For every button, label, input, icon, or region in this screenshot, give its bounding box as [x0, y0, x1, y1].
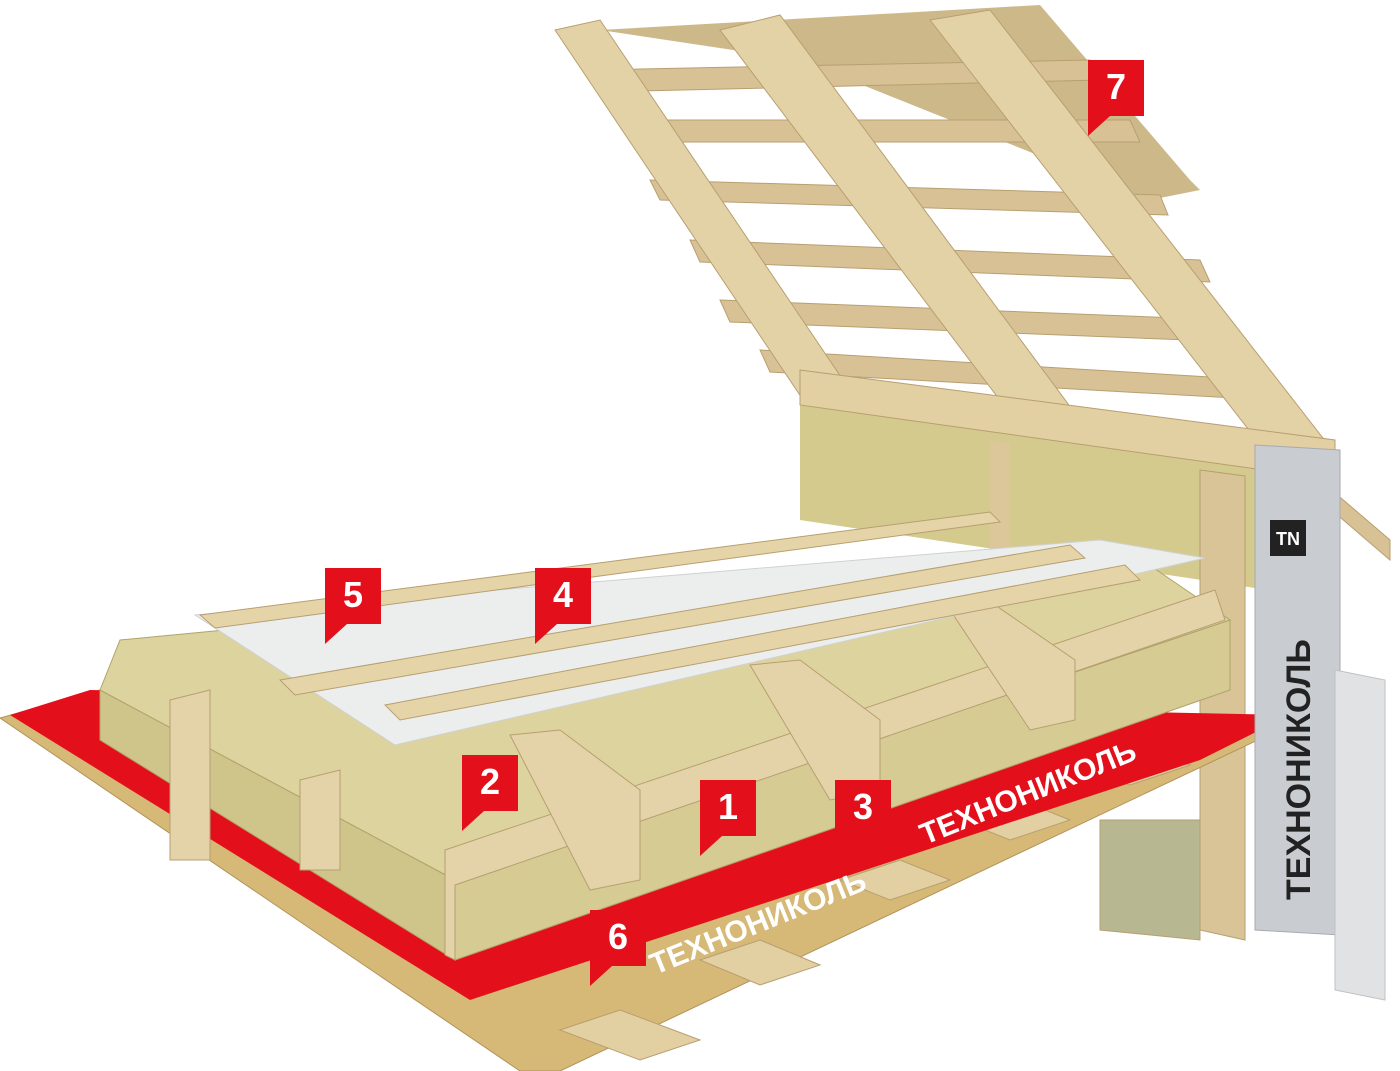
- brand-logo-icon: [1270, 520, 1306, 556]
- silver-membrane: TN ТЕХНОНИКОЛЬ: [1254, 444, 1341, 936]
- callout-4: 4: [535, 568, 591, 644]
- roof-rafters: [554, 9, 1341, 471]
- callout-3: 3: [835, 780, 891, 856]
- callout-number: 7: [1105, 66, 1127, 107]
- callout-number: 3: [852, 786, 874, 827]
- callout-7: 7: [1088, 60, 1144, 136]
- callout-number: 2: [479, 761, 501, 802]
- callout-1: 1: [700, 780, 756, 856]
- callout-number: 4: [552, 574, 574, 615]
- callout-2: 2: [462, 755, 518, 831]
- callout-number: 1: [717, 786, 739, 827]
- rear-wall: [799, 369, 1336, 941]
- wall-siding: [1334, 669, 1386, 1001]
- roof-structure: [554, 5, 1391, 562]
- brand-logo-text: TN: [1276, 529, 1300, 549]
- callout-number: 6: [607, 916, 629, 957]
- counter-battens: [198, 511, 1142, 721]
- callout-6: 6: [590, 910, 646, 986]
- callout-5: 5: [325, 568, 381, 644]
- floor-joists-top: [169, 589, 1226, 961]
- callout-number: 5: [342, 574, 364, 615]
- silver-membrane-brand-text: ТЕХНОНИКОЛЬ: [1280, 639, 1318, 900]
